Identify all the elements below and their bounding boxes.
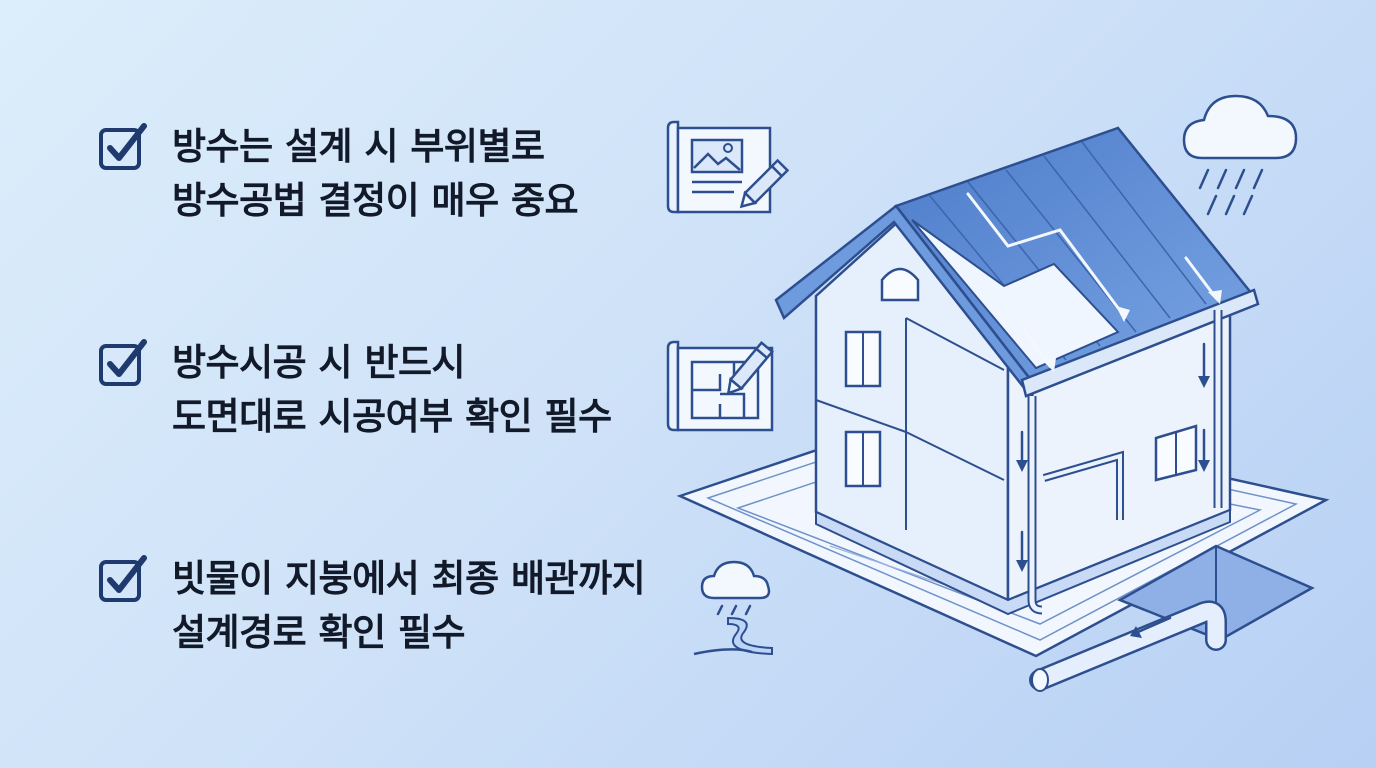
house-drainage-illustration — [676, 94, 1330, 692]
checklist-text: 방수시공 시 반드시 도면대로 시공여부 확인 필수 — [172, 341, 612, 438]
floor-plan-icon — [666, 340, 774, 432]
rain-path-icon — [693, 560, 773, 656]
blueprint-pencil-icon — [666, 120, 790, 214]
checkbox-checked-icon — [99, 339, 147, 386]
checklist-text: 방수는 설계 시 부위별로 방수공법 결정이 매우 중요 — [172, 125, 579, 222]
rain-cloud-icon — [1182, 94, 1298, 216]
checklist-text: 빗물이 지붕에서 최종 배관까지 설계경로 확인 필수 — [172, 557, 646, 654]
checkbox-checked-icon — [99, 123, 147, 170]
checkbox-checked-icon — [99, 555, 147, 602]
